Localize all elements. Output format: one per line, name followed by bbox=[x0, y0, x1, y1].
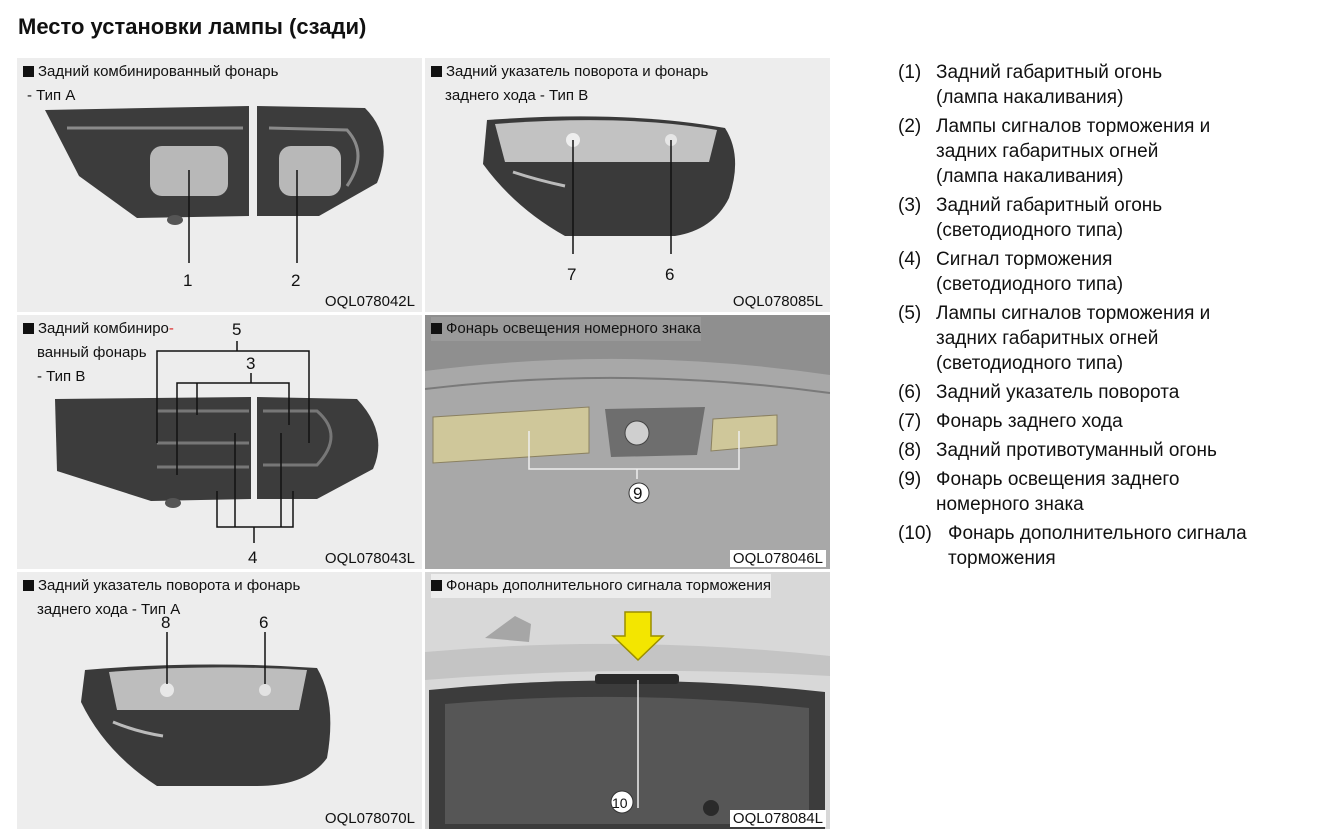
figure-code: OQL078043L bbox=[324, 550, 415, 567]
callout-8: 8 bbox=[161, 613, 170, 632]
legend-item: (1) Задний габаритный огонь(лампа накали… bbox=[898, 62, 1163, 108]
lamp-legend: (1) Задний габаритный огонь(лампа накали… bbox=[898, 60, 1328, 575]
callout-9: 9 bbox=[633, 484, 642, 503]
panel-license-plate-lamp: 9 Фонарь освещения номерного знака OQL07… bbox=[425, 315, 830, 569]
legend-item: (8) Задний противотуманный огонь bbox=[898, 440, 1217, 461]
figure-code: OQL078085L bbox=[732, 293, 823, 310]
page-title: Место установки лампы (сзади) bbox=[18, 14, 367, 39]
legend-item: (6) Задний указатель поворота bbox=[898, 382, 1180, 403]
panel-high-mounted-stop-lamp: 10 Фонарь дополнительного сигнала тормож… bbox=[425, 572, 830, 829]
panel-rear-combination-lamp-type-b: 5 3 4 Задний комбиниро- ванный фонарь - … bbox=[17, 315, 422, 569]
figure-code: OQL078070L bbox=[324, 810, 415, 827]
panel-caption: Фонарь дополнительного сигнала торможени… bbox=[431, 574, 772, 598]
legend-item: (4) Сигнал торможения(светодиодного типа… bbox=[898, 249, 1124, 295]
callout-3: 3 bbox=[246, 354, 255, 373]
square-bullet-icon bbox=[23, 323, 34, 334]
panel-caption: Задний указатель поворота и фонарь задне… bbox=[431, 60, 708, 108]
square-bullet-icon bbox=[23, 580, 34, 591]
panel-caption: Задний комбинированный фонарь - Тип A bbox=[23, 60, 278, 108]
rear-combination-lamp-type-b-illustration: 5 3 4 bbox=[55, 320, 379, 567]
license-plate-lamp-illustration: 9 bbox=[425, 315, 830, 569]
square-bullet-icon bbox=[431, 323, 442, 334]
callout-6: 6 bbox=[259, 613, 268, 632]
panel-caption: Фонарь освещения номерного знака bbox=[431, 317, 701, 341]
legend-item: (7) Фонарь заднего хода bbox=[898, 411, 1123, 432]
square-bullet-icon bbox=[23, 66, 34, 77]
figure-code: OQL078084L bbox=[729, 810, 826, 827]
callout-4: 4 bbox=[248, 548, 257, 567]
rear-combination-lamp-type-a-illustration: 1 2 bbox=[45, 106, 384, 290]
diagram-grid: 1 2 Задний комбинированный фонарь - Тип … bbox=[17, 58, 830, 829]
callout-5: 5 bbox=[232, 320, 241, 339]
panel-rear-turn-reverse-type-b: 7 6 Задний указатель поворота и фонарь з… bbox=[425, 58, 830, 312]
callout-1: 1 bbox=[183, 271, 192, 290]
callout-10: 10 bbox=[612, 795, 628, 811]
square-bullet-icon bbox=[431, 66, 442, 77]
square-bullet-icon bbox=[431, 580, 442, 591]
callout-7: 7 bbox=[567, 265, 576, 284]
rear-turn-reverse-lamp-type-a-illustration: 8 6 bbox=[81, 613, 331, 786]
callout-6: 6 bbox=[665, 265, 674, 284]
panel-caption: Задний комбиниро- ванный фонарь - Тип B bbox=[23, 317, 174, 389]
legend-item: (3) Задний габаритный огонь(светодиодног… bbox=[898, 195, 1163, 241]
panel-rear-turn-reverse-type-a: 8 6 Задний указатель поворота и фонарь з… bbox=[17, 572, 422, 829]
figure-code: OQL078046L bbox=[729, 550, 826, 567]
rear-turn-reverse-lamp-type-b-illustration: 7 6 bbox=[483, 116, 736, 284]
panel-caption: Задний указатель поворота и фонарь задне… bbox=[23, 574, 300, 622]
panel-rear-combination-lamp-type-a: 1 2 Задний комбинированный фонарь - Тип … bbox=[17, 58, 422, 312]
high-mounted-stop-lamp-illustration: 10 bbox=[425, 572, 830, 829]
callout-2: 2 bbox=[291, 271, 300, 290]
figure-code: OQL078042L bbox=[324, 293, 415, 310]
